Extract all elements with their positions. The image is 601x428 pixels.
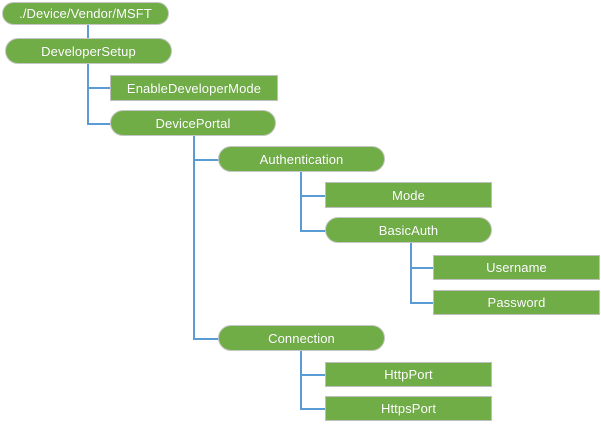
- node-httpport[interactable]: HttpPort: [325, 362, 492, 387]
- connector-connection-trunk: [300, 351, 302, 409]
- connector-authentication-trunk: [300, 172, 302, 231]
- node-label-deviceportal: DevicePortal: [155, 115, 231, 131]
- connector-connection-to-httpport: [300, 374, 326, 376]
- node-label-connection: Connection: [268, 330, 335, 346]
- node-label-username: Username: [486, 260, 547, 275]
- connector-trunk-to-deviceportal: [87, 123, 111, 125]
- node-deviceportal[interactable]: DevicePortal: [110, 110, 276, 136]
- node-authentication[interactable]: Authentication: [218, 146, 385, 172]
- connector-connection-to-httpsport: [300, 408, 326, 410]
- node-label-httpport: HttpPort: [384, 367, 433, 382]
- node-label-basicauth: BasicAuth: [378, 222, 439, 238]
- connector-basicauth-trunk: [410, 243, 412, 303]
- connector-root-to-developersetup: [87, 25, 89, 39]
- connector-deviceportal-trunk: [193, 136, 195, 339]
- connector-basicauth-to-password: [410, 302, 434, 304]
- node-label-httpsport: HttpsPort: [380, 401, 437, 416]
- node-label-authentication: Authentication: [259, 151, 344, 167]
- node-label-mode: Mode: [392, 187, 425, 203]
- node-password[interactable]: Password: [433, 290, 600, 315]
- node-label-root: ./Device/Vendor/MSFT: [19, 6, 152, 21]
- node-enabledevelopermode[interactable]: EnableDeveloperMode: [110, 75, 278, 101]
- connector-auth-to-mode: [300, 195, 326, 197]
- node-httpsport[interactable]: HttpsPort: [325, 396, 492, 421]
- node-developersetup[interactable]: DeveloperSetup: [5, 38, 172, 64]
- connector-trunk-to-authentication: [193, 159, 219, 161]
- connector-trunk-to-connection: [193, 338, 219, 340]
- connector-auth-to-basicauth: [300, 230, 326, 232]
- connector-developersetup-trunk: [87, 64, 89, 124]
- node-mode[interactable]: Mode: [325, 182, 492, 208]
- node-label-password: Password: [487, 295, 546, 310]
- node-root[interactable]: ./Device/Vendor/MSFT: [2, 2, 169, 25]
- connector-trunk-to-enabledevelopermode: [87, 87, 111, 89]
- node-basicauth[interactable]: BasicAuth: [325, 217, 492, 243]
- node-username[interactable]: Username: [433, 255, 600, 280]
- node-label-enabledevelopermode: EnableDeveloperMode: [126, 80, 262, 96]
- connector-basicauth-to-username: [410, 267, 434, 269]
- node-label-developersetup: DeveloperSetup: [41, 43, 136, 59]
- node-connection[interactable]: Connection: [218, 325, 385, 351]
